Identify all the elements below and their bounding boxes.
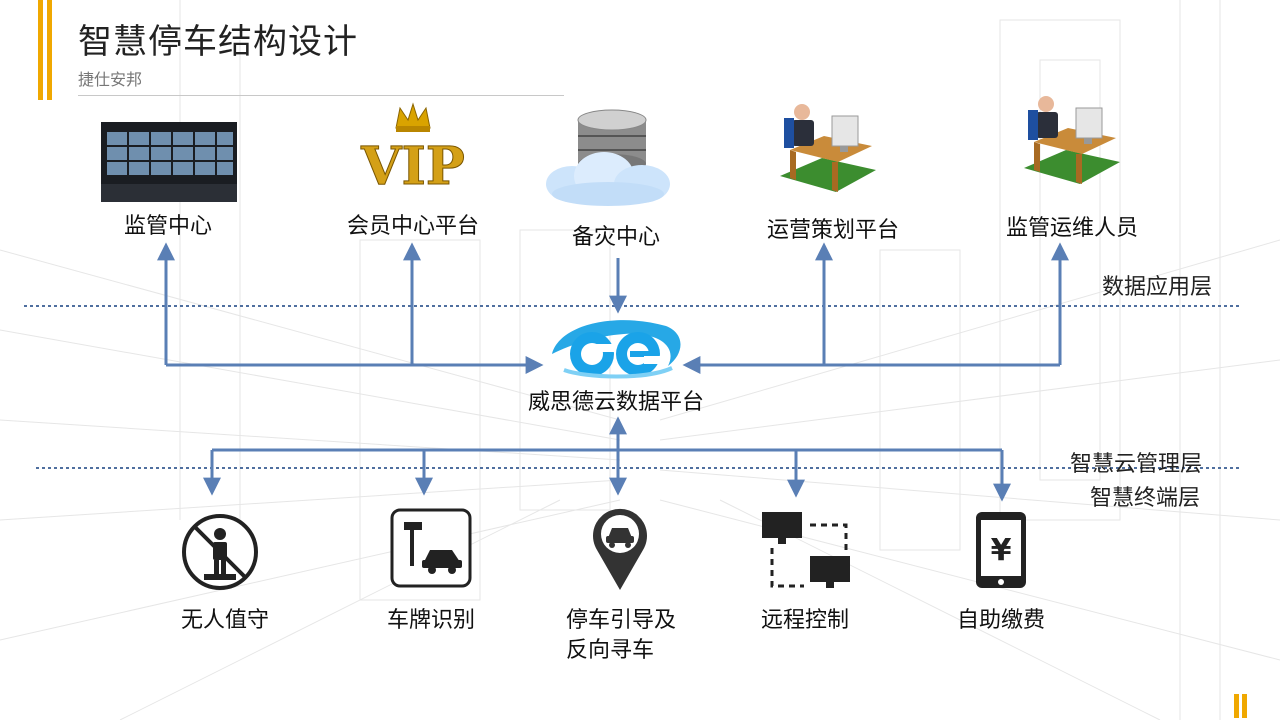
office-desk-icon: [1020, 92, 1124, 200]
phone-yen-icon: ¥: [974, 510, 1028, 594]
layer-label-terminal: 智慧终端层: [1090, 486, 1201, 511]
node-label-remote-control: 远程控制: [760, 608, 850, 633]
node-label-plate-recognition: 车牌识别: [386, 608, 476, 633]
node-label-member-platform: 会员中心平台: [346, 214, 480, 239]
office-desk-icon: [776, 100, 880, 208]
parking-pin-icon: [591, 506, 649, 596]
svg-text:¥: ¥: [991, 533, 1012, 568]
node-label-monitor-center: 监管中心: [123, 214, 213, 239]
node-label-ops-staff: 监管运维人员: [1005, 216, 1139, 241]
title-accent-bar-1: [38, 0, 43, 100]
title-divider: [78, 95, 564, 96]
layer-label-data-application: 数据应用层: [1102, 275, 1213, 300]
vip-crown-icon: VIP: [356, 98, 470, 200]
node-label-backup-center: 备灾中心: [571, 225, 661, 250]
node-label-parking-guidance-line2: 反向寻车: [566, 638, 655, 663]
no-person-icon: [180, 512, 260, 596]
title-accent-bar-2: [47, 0, 52, 100]
hub-label: 威思德云数据平台: [527, 390, 705, 415]
svg-text:VIP: VIP: [360, 136, 465, 196]
ce-logo-icon: [546, 314, 686, 384]
node-label-unattended: 无人值守: [180, 608, 270, 633]
slide-title: 智慧停车结构设计: [78, 22, 358, 62]
node-label-self-payment: 自助缴费: [956, 608, 1046, 633]
page-corner-mark-1: [1234, 694, 1239, 718]
remote-monitors-icon: [760, 510, 854, 596]
slide-subtitle: 捷仕安邦: [78, 70, 143, 89]
node-label-operations-platform: 运营策划平台: [766, 218, 900, 243]
node-label-parking-guidance-line1: 停车引导及: [566, 608, 677, 633]
database-cloud-icon: [544, 106, 672, 210]
page-corner-mark-2: [1242, 694, 1247, 718]
monitor-wall-icon: [101, 122, 237, 206]
layer-label-cloud-management: 智慧云管理层: [1070, 452, 1203, 477]
plate-camera-icon: [390, 508, 472, 592]
